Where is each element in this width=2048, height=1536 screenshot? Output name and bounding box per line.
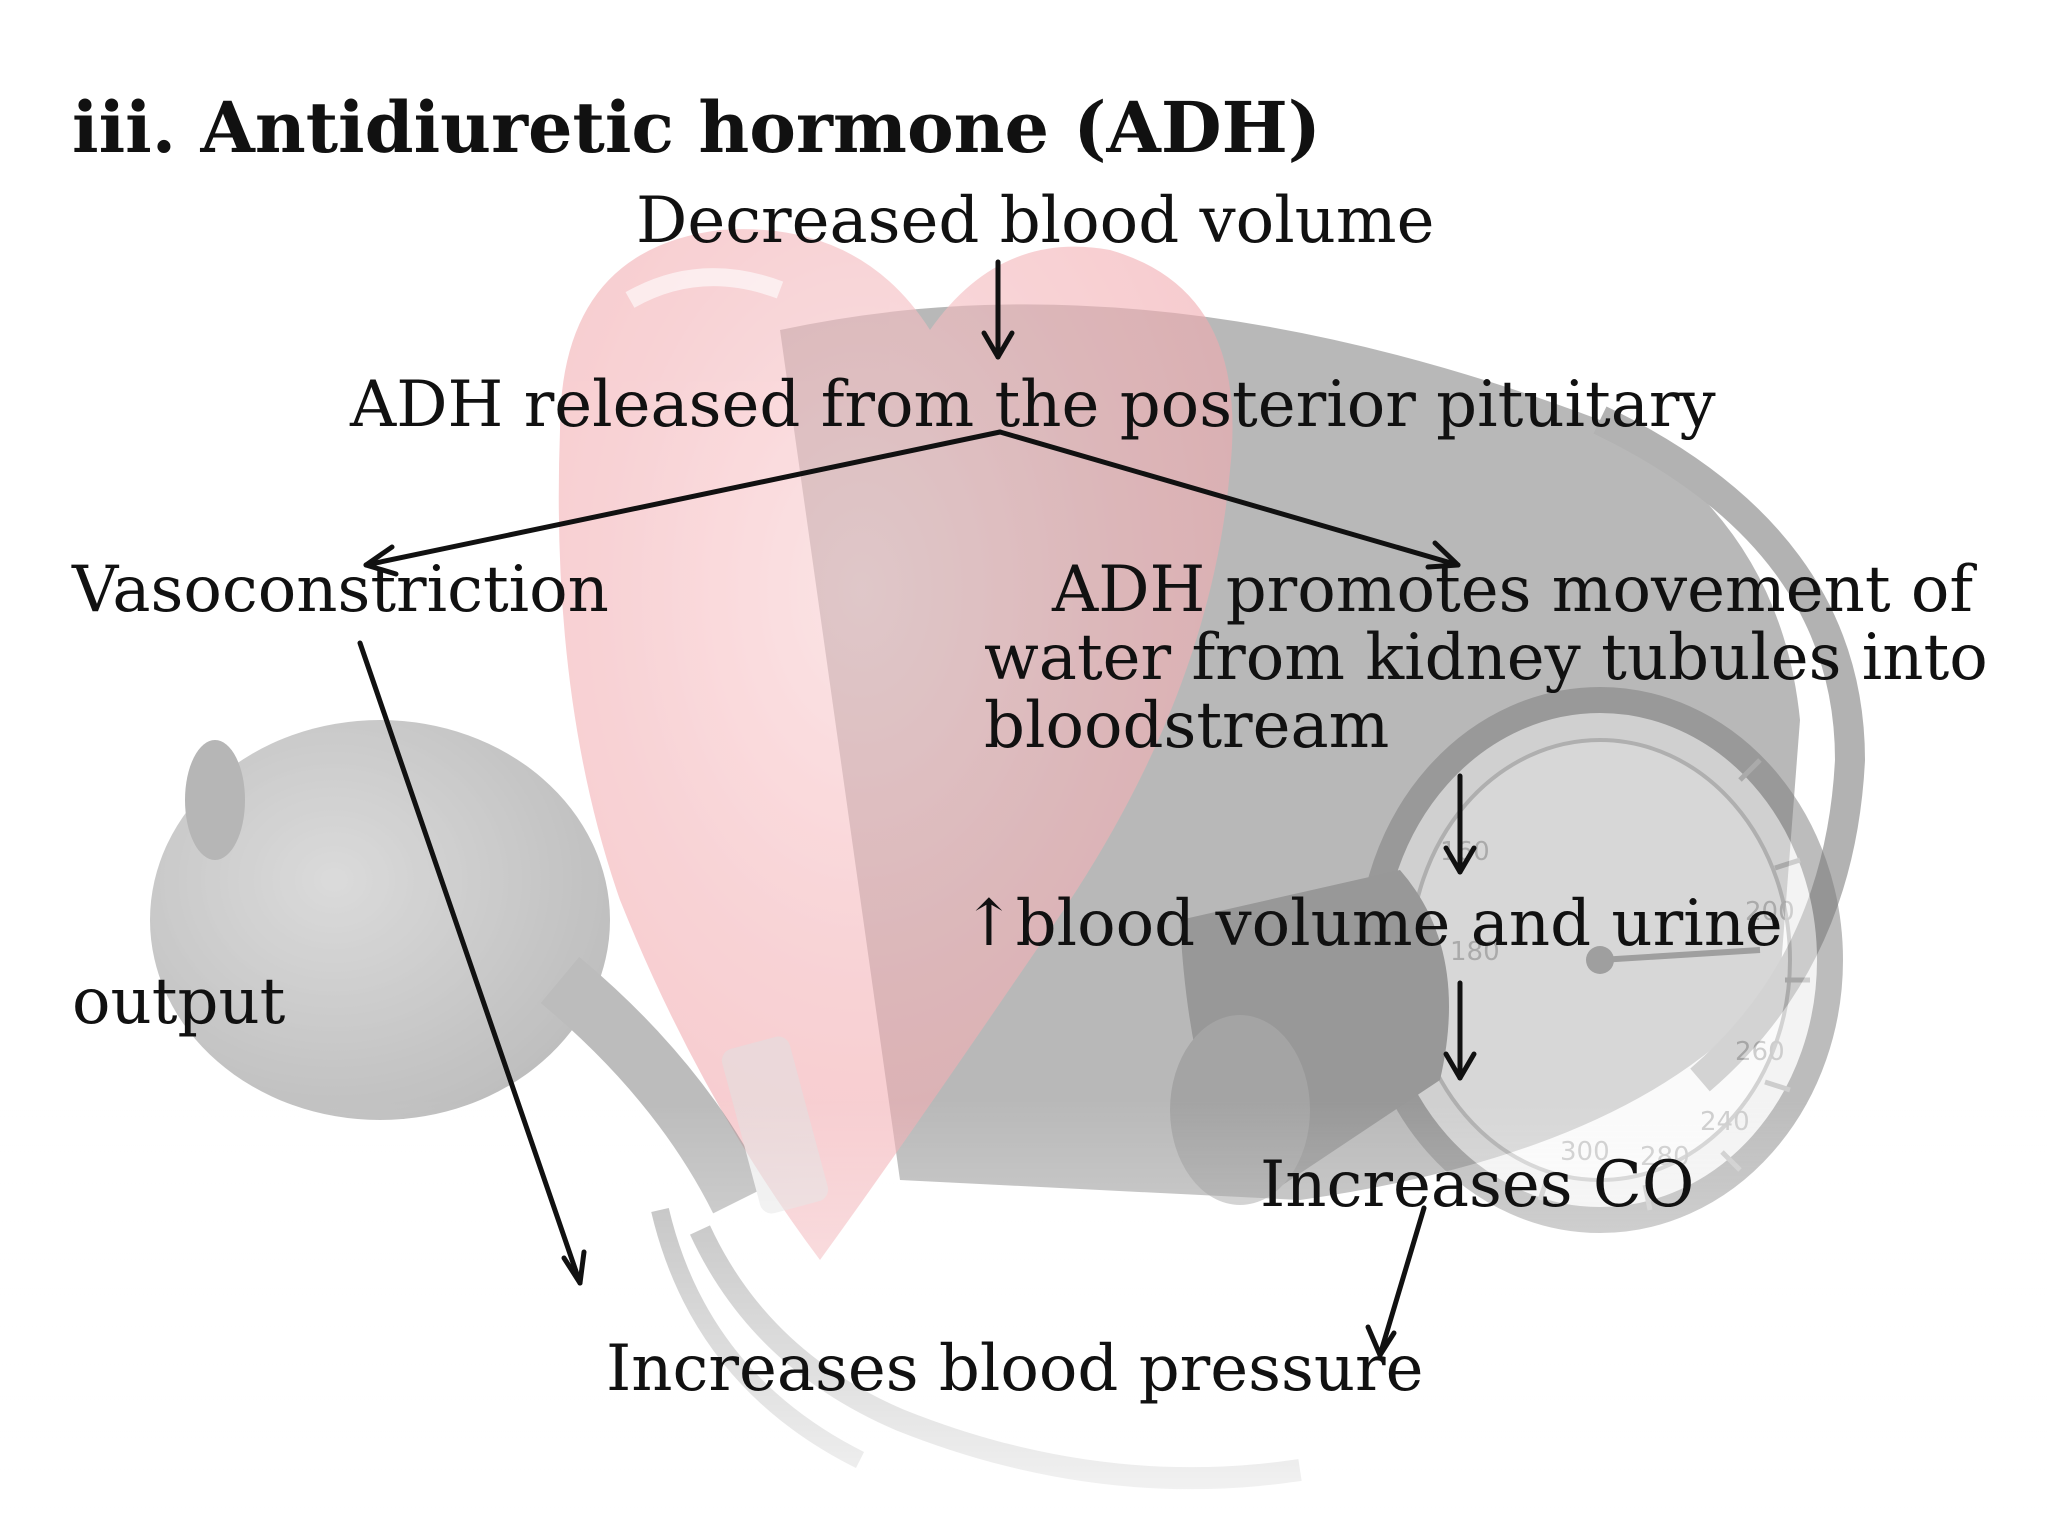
node-vasoconstriction: Vasoconstriction <box>72 553 609 627</box>
node-adh-promotes-line: water from kidney tubules into <box>984 621 1988 695</box>
slide-title: iii. Antidiuretic hormone (ADH) <box>72 86 1321 169</box>
node-increases-blood-pressure: Increases blood pressure <box>606 1332 1424 1406</box>
arrow-long-diagonal-icon <box>357 640 587 1286</box>
arrow-diagonal-icon <box>1365 1205 1427 1358</box>
node-output: output <box>72 965 286 1039</box>
arrow-down-icon <box>1443 773 1477 875</box>
node-adh-released: ADH released from the posterior pituitar… <box>350 368 1716 442</box>
arrow-left-branch-icon <box>363 429 1003 577</box>
node-adh-promotes-line: ADH promotes movement of <box>1052 553 1974 627</box>
arrow-right-branch-icon <box>997 429 1461 570</box>
arrow-down-icon <box>981 259 1015 360</box>
node-adh-promotes: ADH promotes movement of water from kidn… <box>984 553 1988 763</box>
gauge-tick-label: 200 <box>1745 897 1795 927</box>
arrow-down-icon <box>1443 980 1477 1081</box>
node-decreased-blood-volume: Decreased blood volume <box>636 184 1435 258</box>
gauge-tick-label: 260 <box>1735 1037 1785 1067</box>
node-blood-volume-urine: ↑blood volume and urine <box>962 887 1783 961</box>
gauge-tick-label: 180 <box>1450 937 1500 967</box>
node-adh-promotes-line: bloodstream <box>984 689 1390 763</box>
node-increases-co: Increases CO <box>1260 1148 1695 1222</box>
